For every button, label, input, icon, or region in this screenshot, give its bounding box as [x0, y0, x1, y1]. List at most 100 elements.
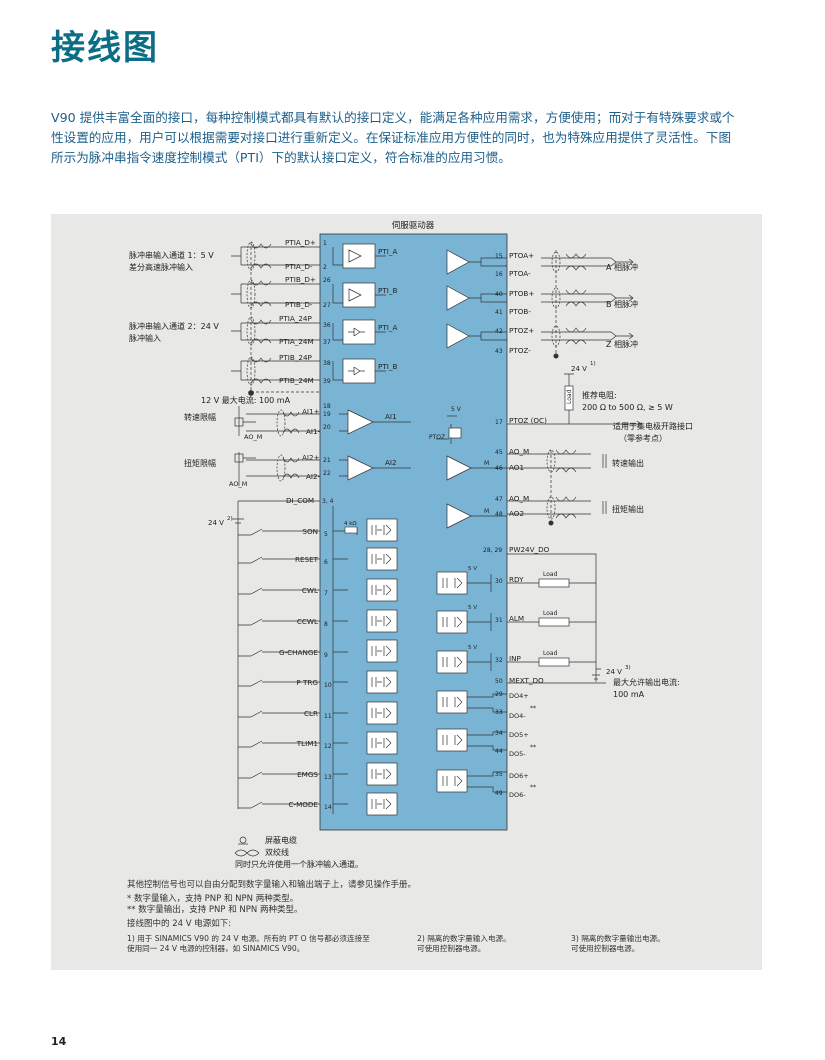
pin-name: RESET [295, 555, 319, 564]
pin-name: INP [509, 654, 521, 663]
footnote-3: 3) 隔离的数字量输出电源。 可使用控制器电源。 [571, 934, 665, 954]
footnote-line: 2) 隔离的数字量输入电源。 [417, 934, 511, 943]
pin-number: 33 [495, 709, 503, 716]
pin-name: PTIB_D- [285, 300, 313, 309]
pin-number: 44 [495, 748, 503, 755]
pin-name: PTOA- [509, 269, 531, 278]
pin-name: PTIA_D- [285, 262, 313, 271]
pin-number: 3, 4 [322, 498, 334, 505]
resistor-range: 200 Ω to 500 Ω, ≥ 5 W [582, 403, 673, 412]
pin-number: 34 [495, 730, 503, 737]
pin-number: 31 [495, 617, 503, 624]
pin-number: 46 [495, 465, 503, 472]
footnote-line: 1) 用于 SINAMICS V90 的 24 V 电源。所有的 PT O 信号… [127, 934, 370, 943]
pin-number: 29 [495, 691, 503, 698]
pin-number: 43 [495, 348, 503, 355]
ptoz-small-label: PTOZ [429, 434, 445, 441]
pin-name: PTOZ+ [509, 326, 534, 335]
v5-label: 5 V [451, 406, 462, 413]
pin-name: AI2+ [302, 453, 320, 462]
pin-number: 13 [324, 774, 332, 781]
pin-number: 36 [323, 322, 331, 329]
speed-limit-label: 转速限幅 [184, 412, 216, 422]
pin-name: CLR [304, 709, 318, 718]
pin-name: AO_M [509, 447, 529, 456]
page-number: 14 [51, 1035, 67, 1048]
pin-number: 9 [324, 652, 328, 659]
do-output-pins: 29 DO4+ 33 DO4- 34 DO5+ 44 DO5- 35 DO6+ … [495, 691, 529, 799]
phase-z-label: Z 相脉冲 [606, 339, 638, 349]
pin-number: 16 [495, 271, 503, 278]
pin-number: 35 [495, 771, 503, 778]
load-label: Load [543, 610, 558, 617]
double-star: ** [530, 784, 536, 791]
pin-number: 1 [323, 240, 327, 247]
pin-number: 47 [495, 496, 503, 503]
note-star2: ** 数字量输出，支持 PNP 和 NPN 两种类型。 [127, 905, 303, 915]
pin-name: PTOA+ [509, 251, 534, 260]
pin-name: AO_M [509, 494, 529, 503]
phase-b-label: B 相脉冲 [606, 299, 638, 309]
pin-number: 6 [324, 559, 328, 566]
wiring-diagram: 伺服驱动器 脉冲串输入通道 1：5 V 差分高速脉冲输入 脉冲串输入通道 2：2… [129, 220, 693, 869]
pin-number: 14 [324, 804, 332, 811]
oc-desc-sub: （零参考点） [619, 433, 667, 443]
analog-output-pins: 45 AO_M 46 AO1 47 AO_M 48 AO2 [495, 447, 529, 518]
pin-number: 8 [324, 621, 328, 628]
legend-twisted: 双绞线 [265, 847, 289, 857]
pin-name: PTIA_24P [279, 314, 313, 323]
pin-name: PTIB_D+ [285, 275, 316, 284]
pulse-ch1-label: 脉冲串输入通道 1：5 V [129, 250, 214, 260]
m-label: M [484, 508, 489, 515]
pin-name: TLIM1 [296, 739, 318, 748]
wiring-diagram-panel: 伺服驱动器 脉冲串输入通道 1：5 V 差分高速脉冲输入 脉冲串输入通道 2：2… [51, 214, 762, 970]
pin-name: G-CHANGE [279, 648, 318, 657]
pin-number: 21 [323, 457, 331, 464]
footnote-line: 使用同一 24 V 电源的控制器，如 SINAMICS V90。 [127, 944, 305, 953]
footnote-line: 3) 隔离的数字量输出电源。 [571, 934, 665, 943]
pin-number: 32 [495, 657, 503, 664]
page-title: 接线图 [51, 28, 159, 68]
max-current-label: 最大允许输出电流: [613, 677, 680, 687]
pin-name: PTIA_24M [279, 337, 314, 346]
speed-output-label: 转速输出 [612, 458, 644, 468]
block-label: PTI_B [378, 286, 397, 295]
pulse-ch2-label: 脉冲串输入通道 2：24 V [129, 321, 219, 331]
block-label: AI2 [385, 458, 397, 467]
intro-line: 性设置的应用，用户可以根据需要对接口进行重新定义。在保证标准应用方便性的同时，也… [51, 130, 732, 145]
torque-output-label: 扭矩输出 [612, 504, 644, 514]
note-main: 其他控制信号也可以自由分配到数字量输入和输出端子上，请参见操作手册。 [127, 880, 417, 890]
pin-number: 27 [323, 302, 331, 309]
pin-name: EMGS [297, 770, 318, 779]
v24-top-label: 24 V [571, 365, 587, 373]
resistor-label: 4 kΩ [344, 521, 357, 527]
pin-name: DO6- [509, 791, 526, 799]
notes-section: 其他控制信号也可以自由分配到数字量输入和输出端子上，请参见操作手册。 * 数字量… [127, 880, 747, 930]
note-star1: * 数字量输入，支持 PNP 和 NPN 两种类型。 [127, 894, 299, 904]
pin-number: 48 [495, 511, 503, 518]
pin-name: CWL [302, 586, 318, 595]
pin-number: 20 [323, 424, 331, 431]
v5-label: 5 V [468, 566, 477, 572]
v5-label: 5 V [468, 645, 477, 651]
footnote-2: 2) 隔离的数字量输入电源。 可使用控制器电源。 [417, 934, 511, 954]
pin-name: PTOZ- [509, 346, 531, 355]
pw24v-label: PW24V_DO [509, 545, 550, 554]
pin-name: DO5- [509, 750, 526, 758]
pin-name: CCWL [297, 617, 318, 626]
m-label: M [484, 460, 489, 467]
pin-name: DO4+ [509, 692, 529, 700]
pin-number: 2 [323, 264, 327, 271]
note-wiring24: 接线图中的 24 V 电源如下: [127, 919, 232, 929]
pin-number: 49 [495, 790, 503, 797]
pulse-input-pins: PTIA_D+ 1 PTIA_D- 2 PTIB_D+ 26 PTIB_D- 2… [279, 238, 331, 410]
pin-number: 26 [323, 277, 331, 284]
max-current-value: 100 mA [613, 690, 645, 699]
pin-number: 37 [323, 339, 331, 346]
pin-name: AI2- [306, 472, 321, 481]
load-vertical-label: Load [566, 389, 573, 404]
relay-output-pins: 30 RDY 31 ALM 32 INP [495, 575, 524, 664]
pin-number: 45 [495, 449, 503, 456]
footnote-1: 1) 用于 SINAMICS V90 的 24 V 电源。所有的 PT O 信号… [127, 934, 370, 954]
pin-name: ALM [509, 614, 524, 623]
